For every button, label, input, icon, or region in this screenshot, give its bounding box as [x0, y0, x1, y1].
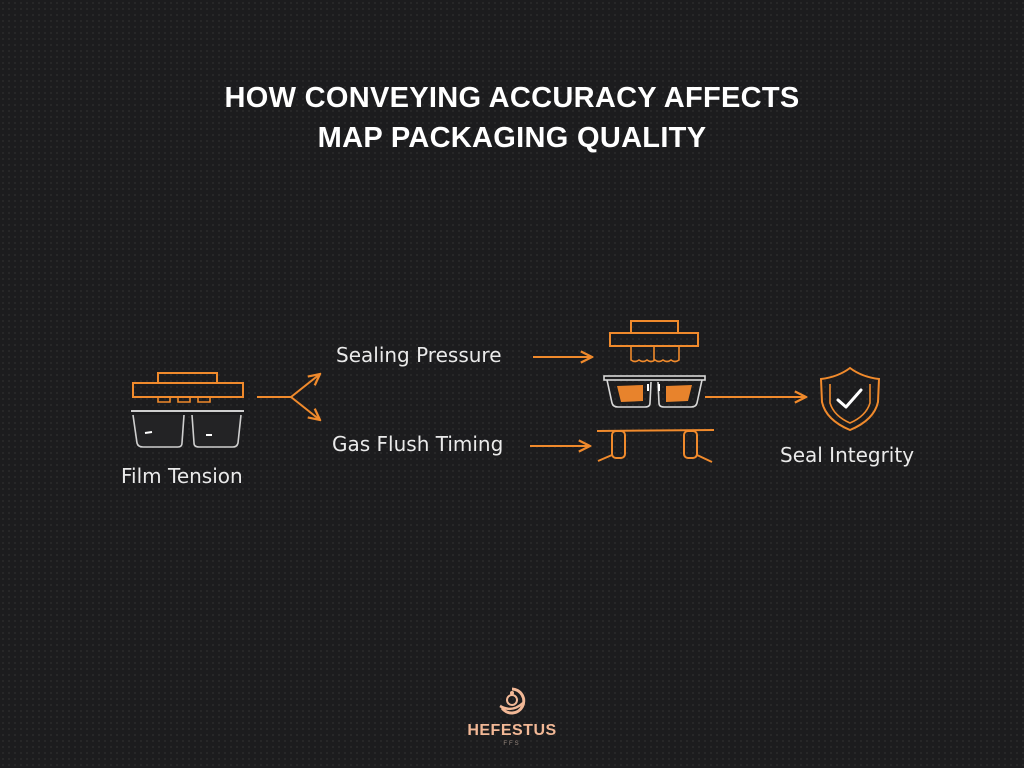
brand-logo: HEFESTUS FFS: [462, 686, 562, 747]
tray-with-sealing-head-icon: [131, 372, 244, 448]
film-tension-label: Film Tension: [121, 464, 243, 488]
filled-tray-icon: [603, 375, 706, 408]
shield-check-icon: [819, 366, 881, 432]
title-line-2: MAP PACKAGING QUALITY: [317, 122, 707, 154]
page-title: HOW CONVEYING ACCURACY AFFECTS MAP PACKA…: [0, 78, 1024, 158]
gas-flush-timing-label: Gas Flush Timing: [332, 432, 504, 456]
sealing-pressure-label: Sealing Pressure: [336, 343, 502, 367]
fork-connector: [257, 374, 320, 420]
brand-name: HEFESTUS: [467, 722, 557, 739]
sealing-head-icon: [609, 320, 699, 363]
brand-subtitle: FFS: [503, 741, 521, 747]
title-line-1: HOW CONVEYING ACCURACY AFFECTS: [224, 82, 800, 114]
hefestus-logo-icon: [499, 687, 526, 715]
gas-flush-clamp-icon: [596, 429, 715, 463]
seal-integrity-label: Seal Integrity: [780, 443, 915, 467]
